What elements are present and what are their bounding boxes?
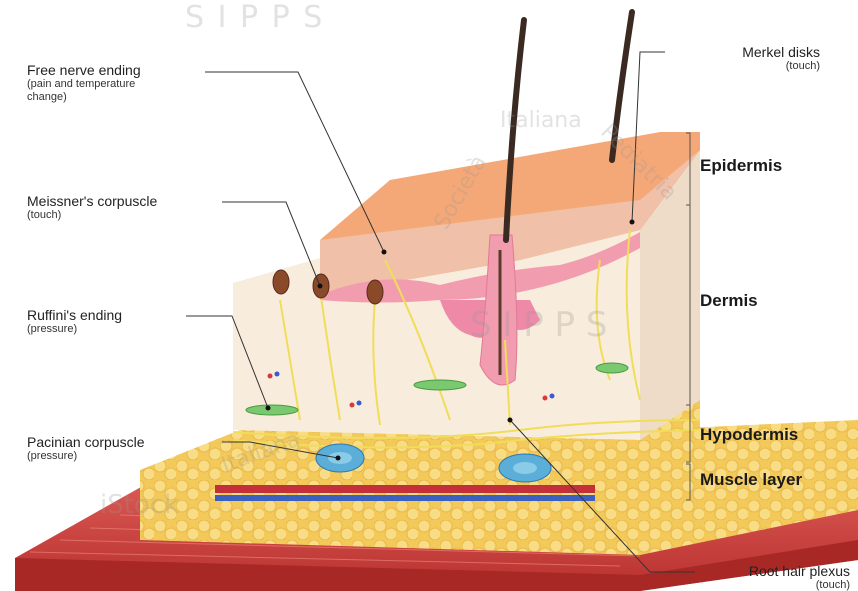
label-ruffini: Ruffini's ending (pressure) bbox=[27, 307, 122, 336]
label-ruffini-sub: (pressure) bbox=[27, 323, 122, 336]
label-pacinian-title: Pacinian corpuscle bbox=[27, 434, 145, 450]
layer-epidermis: Epidermis bbox=[700, 156, 782, 176]
label-root-hair: Root hair plexus (touch) bbox=[700, 563, 850, 591]
label-merkel-title: Merkel disks bbox=[720, 44, 820, 60]
layer-muscle: Muscle layer bbox=[700, 470, 802, 490]
label-free-nerve-ending-sub1: (pain and temperature bbox=[27, 78, 141, 91]
label-meissner-sub: (touch) bbox=[27, 209, 157, 222]
label-free-nerve-ending: Free nerve ending (pain and temperature … bbox=[27, 62, 141, 103]
label-merkel-sub: (touch) bbox=[720, 60, 820, 73]
label-ruffini-title: Ruffini's ending bbox=[27, 307, 122, 323]
artery-band bbox=[215, 485, 595, 493]
label-merkel: Merkel disks (touch) bbox=[720, 44, 820, 73]
label-root-hair-sub: (touch) bbox=[700, 579, 850, 591]
label-free-nerve-ending-sub2: change) bbox=[27, 91, 141, 104]
label-meissner: Meissner's corpuscle (touch) bbox=[27, 193, 157, 222]
label-root-hair-title: Root hair plexus bbox=[700, 563, 850, 579]
vein-band bbox=[215, 495, 595, 501]
label-meissner-title: Meissner's corpuscle bbox=[27, 193, 157, 209]
label-free-nerve-ending-title: Free nerve ending bbox=[27, 62, 141, 78]
layer-dermis: Dermis bbox=[700, 291, 758, 311]
layer-hypodermis: Hypodermis bbox=[700, 425, 798, 445]
label-pacinian-sub: (pressure) bbox=[27, 450, 145, 463]
label-pacinian: Pacinian corpuscle (pressure) bbox=[27, 434, 145, 463]
